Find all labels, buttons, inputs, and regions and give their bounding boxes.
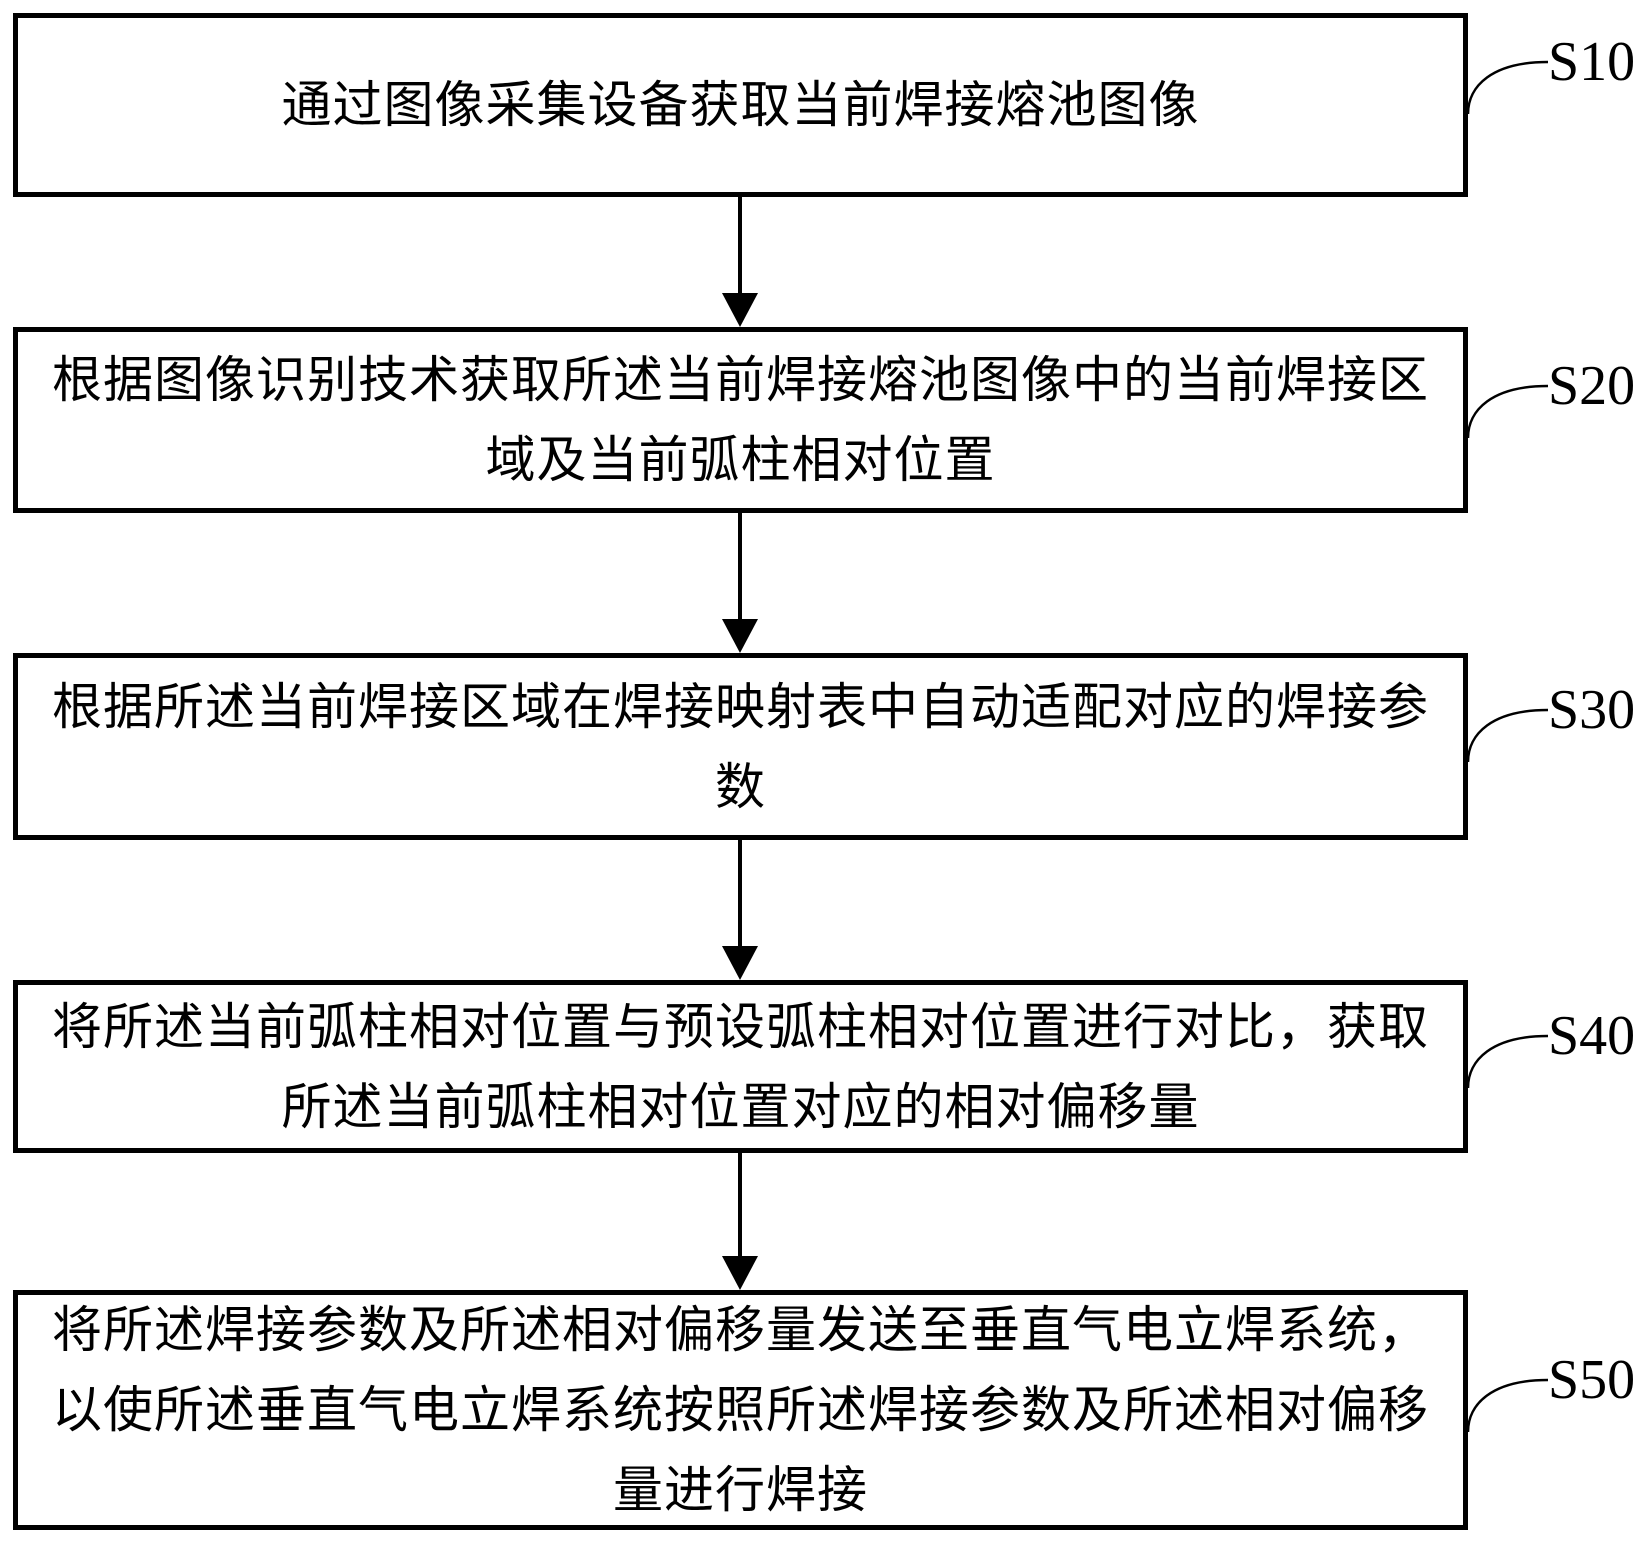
- box-text-line: 域及当前弧柱相对位置: [485, 431, 996, 489]
- step-label-s50: S50: [1548, 1349, 1636, 1411]
- flow-box-s40: 将所述当前弧柱相对位置与预设弧柱相对位置进行对比，获取 所述当前弧柱相对位置对应…: [13, 980, 1468, 1153]
- arrowhead-icon: [722, 1256, 758, 1290]
- flow-arrow-down: [722, 840, 758, 980]
- box-text-line: 以使所述垂直气电立焊系统按照所述焊接参数及所述相对偏移: [52, 1381, 1429, 1439]
- step-label-s40: S40: [1548, 1005, 1636, 1067]
- flow-box-s30: 根据所述当前焊接区域在焊接映射表中自动适配对应的焊接参 数: [13, 653, 1468, 840]
- arrowhead-icon: [722, 619, 758, 653]
- arrow-shaft: [738, 197, 742, 295]
- leader-line-s20: [1466, 384, 1548, 438]
- flow-arrow-down: [722, 513, 758, 653]
- leader-line-s30: [1466, 708, 1548, 762]
- arrowhead-icon: [722, 293, 758, 327]
- step-label-s20: S20: [1548, 355, 1636, 417]
- box-text-line: 根据图像识别技术获取所述当前焊接熔池图像中的当前焊接区: [52, 351, 1429, 409]
- flow-arrow-down: [722, 197, 758, 327]
- box-text-line: 将所述焊接参数及所述相对偏移量发送至垂直气电立焊系统，: [52, 1301, 1429, 1359]
- arrow-shaft: [738, 513, 742, 621]
- step-label-s30: S30: [1548, 679, 1636, 741]
- step-label-s10: S10: [1548, 31, 1636, 93]
- flow-arrow-down: [722, 1153, 758, 1290]
- box-text-line: 将所述当前弧柱相对位置与预设弧柱相对位置进行对比，获取: [52, 997, 1429, 1056]
- flow-box-s10: 通过图像采集设备获取当前焊接熔池图像: [13, 13, 1468, 197]
- box-text-line: 所述当前弧柱相对位置对应的相对偏移量: [281, 1077, 1200, 1136]
- leader-line-s10: [1466, 60, 1548, 114]
- flow-box-s50: 将所述焊接参数及所述相对偏移量发送至垂直气电立焊系统， 以使所述垂直气电立焊系统…: [13, 1290, 1468, 1530]
- box-text-line: 数: [715, 757, 766, 816]
- leader-line-s40: [1466, 1034, 1548, 1088]
- leader-line-s50: [1466, 1378, 1548, 1432]
- flow-box-s20: 根据图像识别技术获取所述当前焊接熔池图像中的当前焊接区 域及当前弧柱相对位置: [13, 327, 1468, 513]
- box-text-line: 量进行焊接: [613, 1461, 868, 1519]
- arrowhead-icon: [722, 946, 758, 980]
- box-text-line: 通过图像采集设备获取当前焊接熔池图像: [281, 76, 1200, 134]
- arrow-shaft: [738, 840, 742, 948]
- box-text-line: 根据所述当前焊接区域在焊接映射表中自动适配对应的焊接参: [52, 677, 1429, 736]
- arrow-shaft: [738, 1153, 742, 1258]
